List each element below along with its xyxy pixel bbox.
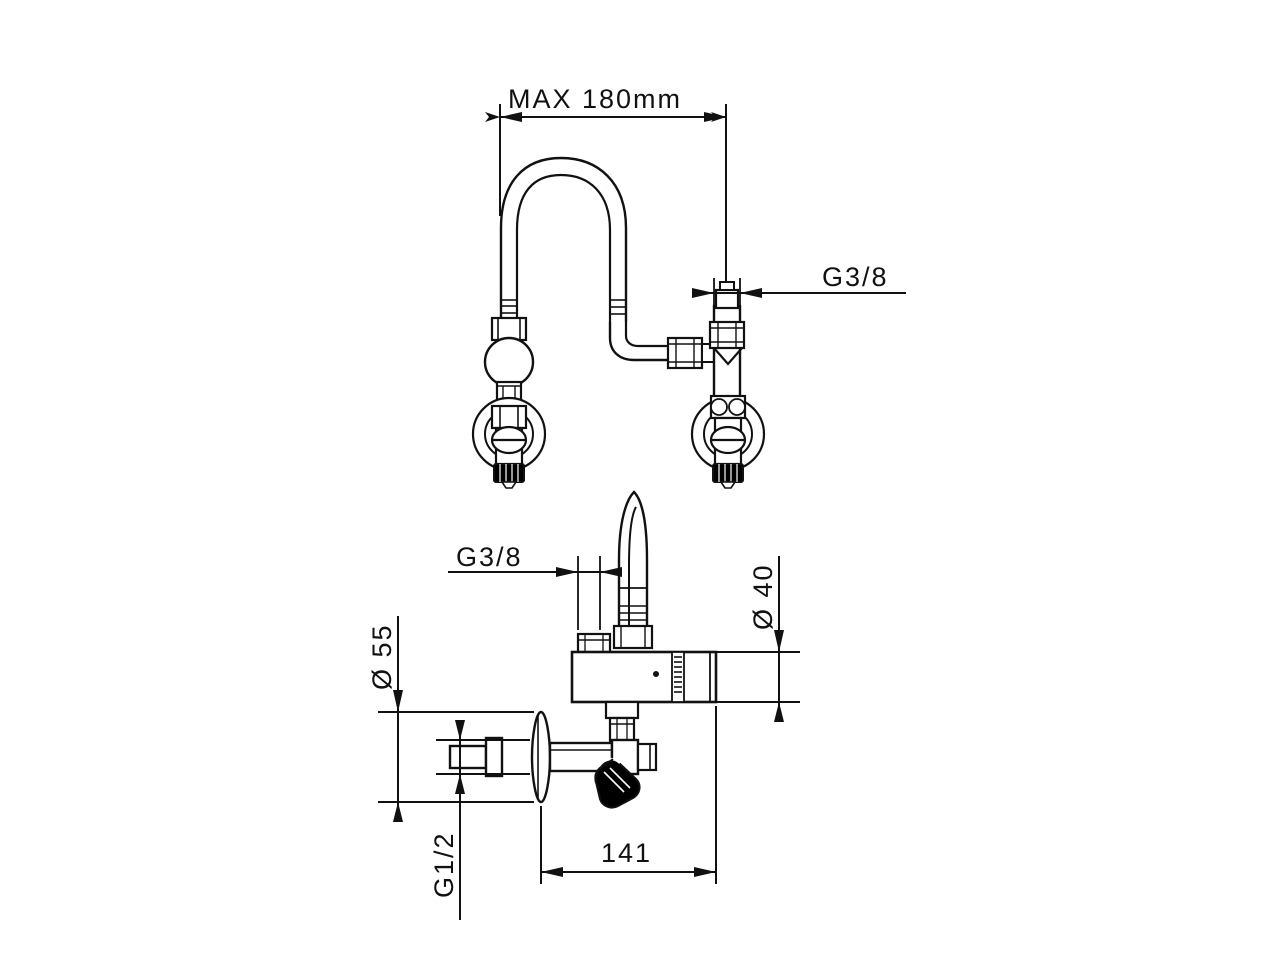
front-elevation-view: MAX 180mm [471, 84, 906, 489]
dimension-body-diameter: Ø 40 [716, 556, 800, 722]
dim-label-projection: 141 [601, 838, 652, 868]
dim-label-flange-diameter: Ø 55 [367, 623, 397, 690]
side-elevation-view: G3/8 Ø 40 Ø 55 G1/2 [367, 490, 800, 920]
dimension-thread-side: G3/8 [448, 542, 622, 630]
dimension-max-reach: MAX 180mm [485, 84, 727, 300]
wall-inlet-assembly [448, 710, 658, 809]
dim-label-max-reach: MAX 180mm [508, 84, 682, 114]
dimension-flange-diameter: Ø 55 [367, 616, 534, 822]
left-valve-assembly [471, 396, 547, 489]
dim-label-thread-side: G3/8 [456, 542, 523, 572]
dimension-projection: 141 [540, 706, 717, 884]
right-riser-tee [708, 281, 746, 408]
gooseneck-spout [499, 156, 628, 322]
dim-label-thread-top: G3/8 [822, 262, 889, 292]
side-spout [612, 490, 654, 650]
dim-label-body-diameter: Ø 40 [748, 563, 778, 630]
mixer-body [570, 650, 718, 704]
right-inlet-elbow [608, 322, 715, 370]
right-valve-assembly [690, 394, 766, 489]
dimension-inlet-thread: G1/2 [429, 720, 530, 920]
dimension-thread-top: G3/8 [692, 262, 906, 322]
dim-label-inlet-thread: G1/2 [429, 831, 459, 898]
